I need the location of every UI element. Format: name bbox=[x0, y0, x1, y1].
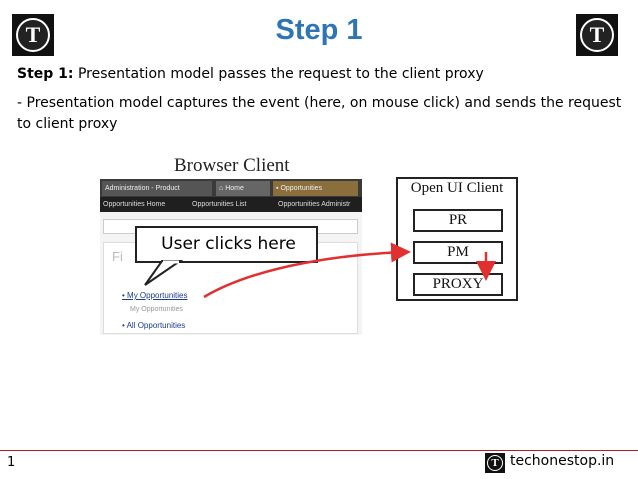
page-number: 1 bbox=[7, 455, 16, 470]
home-icon: ⌂ bbox=[219, 185, 226, 192]
pm-box: PM bbox=[413, 241, 503, 264]
logo-right: T bbox=[576, 14, 618, 56]
step-text: Presentation model passes the request to… bbox=[73, 66, 484, 82]
link-my-opportunities[interactable]: • My Opportunities bbox=[122, 291, 188, 300]
link-my-opportunities-sub[interactable]: My Opportunities bbox=[130, 306, 183, 313]
open-ui-client-box: Open UI Client PR PM PROXY bbox=[396, 177, 518, 301]
tab-opportunities[interactable]: ▪ Opportunities bbox=[273, 181, 358, 196]
subnav-opportunities-admin[interactable]: Opportunities Administr bbox=[278, 201, 351, 208]
diagram-figure: Browser Client Administration - Product … bbox=[100, 152, 525, 337]
slide-title: Step 1 bbox=[275, 14, 363, 46]
footer-logo: T bbox=[485, 453, 505, 473]
folder-icon: ▪ bbox=[276, 185, 281, 192]
step-label: Step 1: bbox=[17, 66, 74, 82]
step-heading: Step 1: Presentation model passes the re… bbox=[17, 66, 484, 82]
link-all-opportunities-label: All Opportunities bbox=[126, 321, 186, 330]
browser-subnav: Opportunities Home Opportunities List Op… bbox=[100, 197, 362, 212]
tab-opportunities-label: Opportunities bbox=[280, 185, 323, 192]
tab-home[interactable]: ⌂ Home bbox=[216, 181, 270, 196]
logo-letter: T bbox=[16, 18, 50, 52]
browser-client-title: Browser Client bbox=[174, 155, 290, 176]
proxy-box: PROXY bbox=[413, 273, 503, 296]
tab-home-label: Home bbox=[225, 185, 244, 192]
subnav-opportunities-list[interactable]: Opportunities List bbox=[192, 201, 247, 208]
logo-letter: T bbox=[580, 18, 614, 52]
link-all-opportunities[interactable]: • All Opportunities bbox=[122, 321, 186, 330]
link-my-opportunities-label: My Opportunities bbox=[127, 291, 188, 300]
subnav-opportunities-home[interactable]: Opportunities Home bbox=[103, 201, 166, 208]
footer-logo-letter: T bbox=[487, 455, 503, 471]
browser-tabbar: Administration - Product ⌂ Home ▪ Opport… bbox=[100, 179, 362, 197]
logo-left: T bbox=[12, 14, 54, 56]
tab-administration[interactable]: Administration - Product bbox=[102, 181, 212, 196]
open-ui-client-title: Open UI Client bbox=[410, 180, 504, 196]
pr-box: PR bbox=[413, 209, 503, 232]
panel-header: Fi bbox=[112, 249, 123, 264]
callout-bubble: User clicks here bbox=[135, 226, 318, 263]
step-description: - Presentation model captures the event … bbox=[17, 95, 622, 132]
callout-text: User clicks here bbox=[161, 234, 296, 254]
footer-divider bbox=[0, 450, 638, 451]
footer-site[interactable]: techonestop.in bbox=[510, 453, 615, 469]
